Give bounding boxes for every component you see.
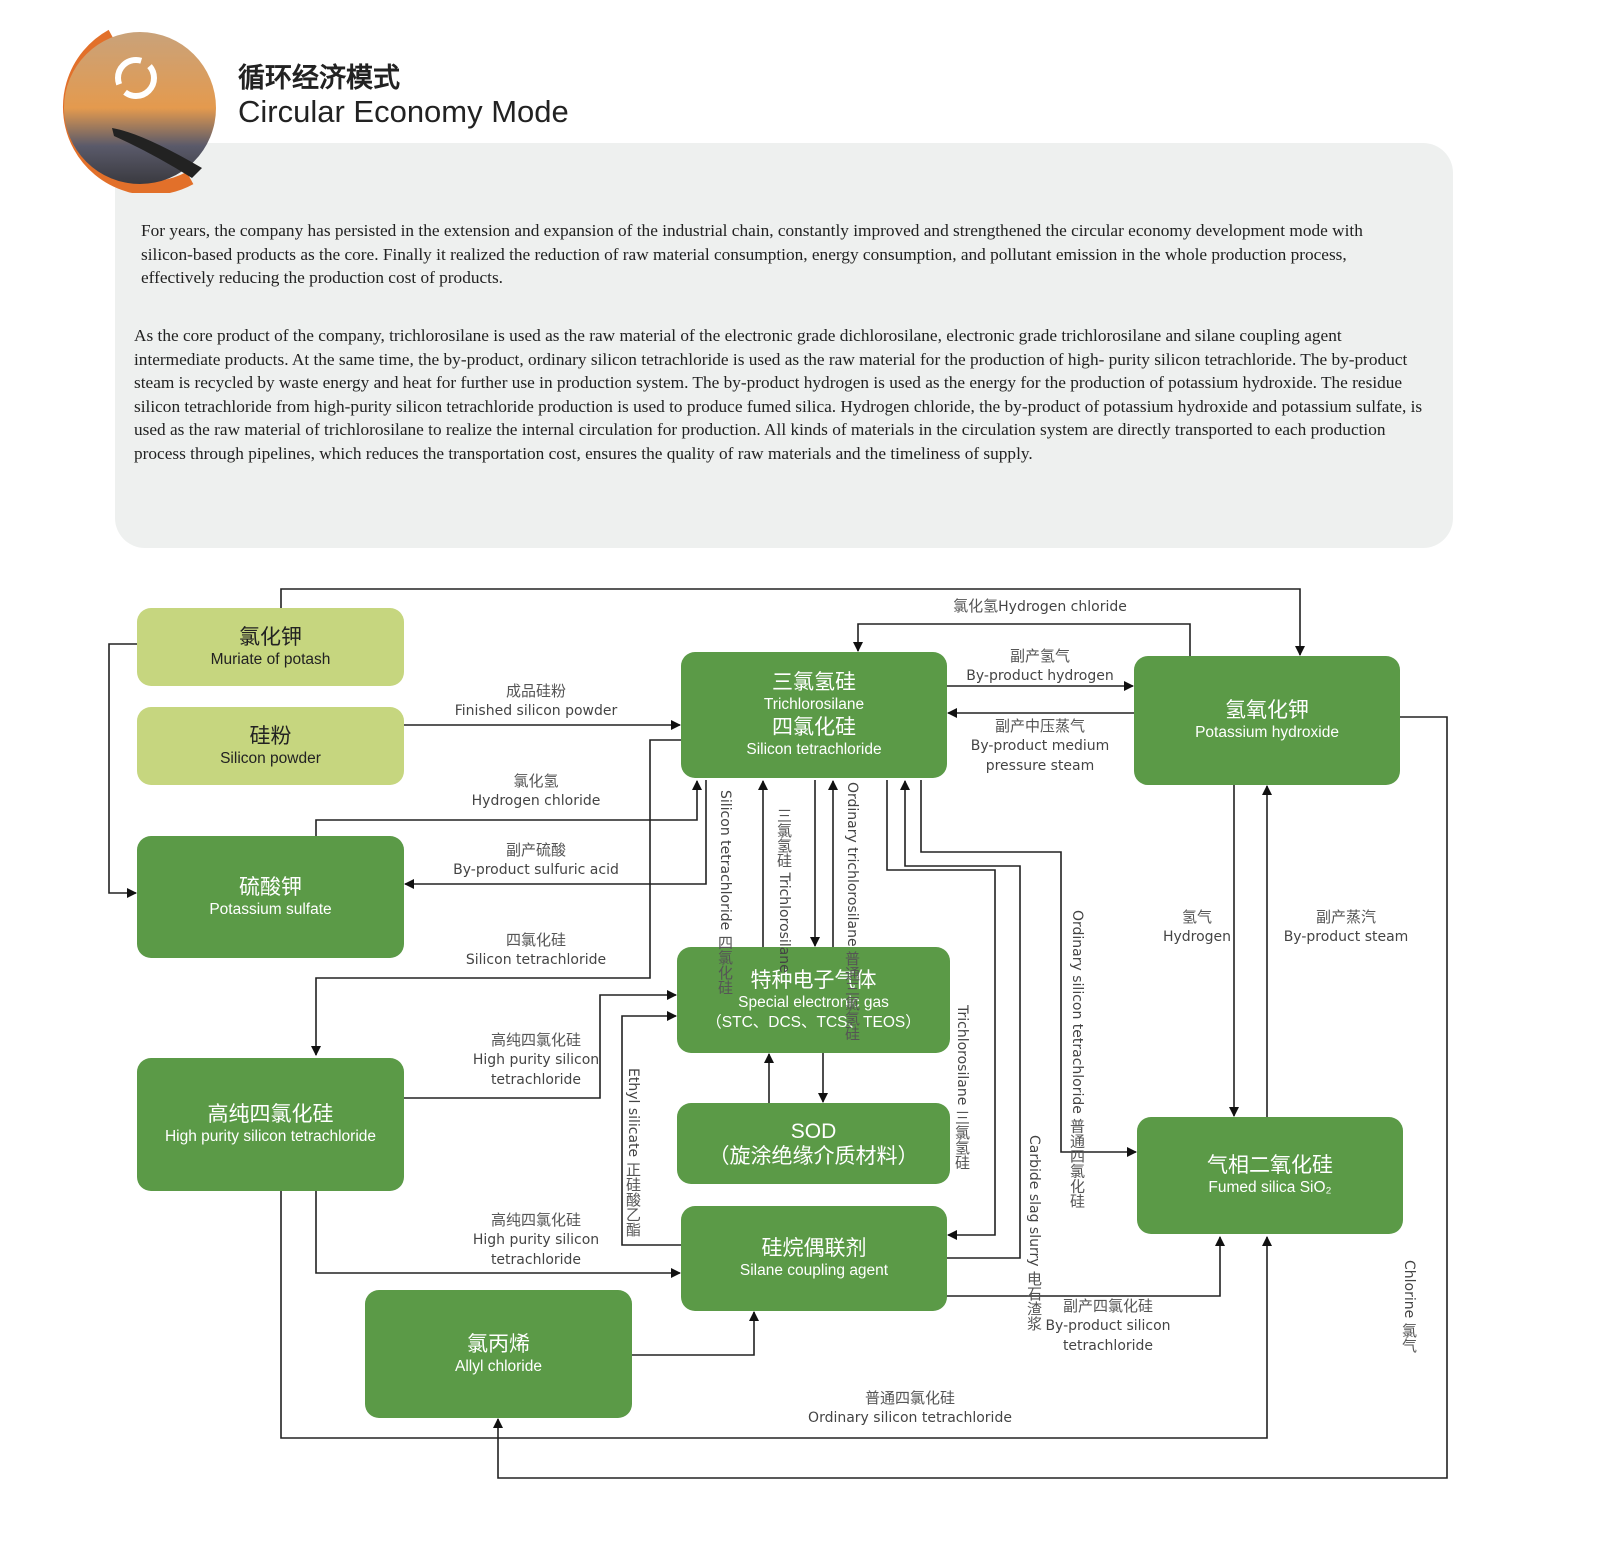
edge-label-v-ethyl: Ethyl silicate 正硅酸乙酯	[624, 1068, 642, 1237]
node-label-cn: （旋涂绝缘介质材料）	[708, 1144, 919, 1168]
node-label-en: Potassium sulfate	[209, 900, 332, 918]
node-label-cn: 硫酸钾	[239, 875, 302, 899]
title-en: Circular Economy Mode	[238, 94, 569, 129]
node-fumed-silica: 气相二氧化硅 Fumed silica SiO₂	[1137, 1117, 1403, 1234]
node-potassium-hydroxide: 氢氧化钾 Potassium hydroxide	[1134, 656, 1400, 785]
intro-panel	[115, 143, 1453, 548]
node-label-cn: 三氯氢硅	[772, 671, 856, 694]
edge-label-v-ostc: Ordinary silicon tetrachloride 普通四氯化硅	[1068, 910, 1086, 1209]
edge-label-v-tcs2: Trichlorosilane 三氯氢硅	[953, 1005, 971, 1170]
edge-label-v-otcs: Ordinary trichlorosilane 普通三氯氢硅	[843, 782, 861, 1042]
node-label-en-2: Silicon tetrachloride	[746, 741, 882, 758]
edge-label-v-carbide: Carbide slag slurry 电石渣浆	[1025, 1135, 1043, 1331]
node-label-cn: 气相二氧化硅	[1207, 1154, 1333, 1177]
node-label-cn: 高纯四氯化硅	[207, 1103, 334, 1126]
node-silane-coupling-agent: 硅烷偶联剂 Silane coupling agent	[681, 1206, 947, 1311]
intro-paragraph-1: For years, the company has persisted in …	[141, 221, 1363, 287]
node-label-cn: 氯丙烯	[467, 1332, 530, 1356]
node-label-en: Allyl chloride	[454, 1357, 542, 1375]
node-label-en: Silicon powder	[220, 749, 321, 767]
node-label-en: Fumed silica SiO₂	[1208, 1179, 1332, 1196]
circular-economy-logo	[52, 28, 217, 195]
node-label-cn: 氢氧化钾	[1225, 699, 1309, 722]
edge-label-v-tcs: 三氯氢硅 Trichlorosilane	[775, 808, 793, 973]
node-label-en: Muriate of potash	[210, 650, 331, 668]
intro-paragraph-2: As the core product of the company, tric…	[134, 326, 1423, 463]
node-label-cn: 氯化钾	[239, 625, 302, 649]
node-high-purity-stc: 高纯四氯化硅 High purity silicon tetrachloride	[137, 1058, 404, 1191]
node-trichlorosilane: 三氯氢硅 Trichlorosilane 四氯化硅 Silicon tetrachlo…	[681, 652, 947, 778]
node-label-cn-2: 四氯化硅	[772, 716, 856, 739]
node-label-en: Silane coupling agent	[739, 1262, 889, 1279]
node-label-cn: 硅粉	[249, 724, 292, 748]
node-label-en: Potassium hydroxide	[1195, 724, 1339, 741]
node-label-en: SOD	[790, 1119, 837, 1143]
node-label-en: High purity silicon tetrachloride	[164, 1128, 377, 1145]
node-label-en: Special electronic gas	[738, 993, 889, 1011]
node-label-cn: 特种电子气体	[750, 968, 877, 992]
title-cn: 循环经济模式	[238, 63, 400, 94]
edge-label-hcl-top: 氯化氢Hydrogen chloride	[953, 596, 1127, 617]
node-label-cn: 硅烷偶联剂	[761, 1237, 867, 1260]
node-label-en: Trichlorosilane	[763, 696, 865, 713]
node-label-sub: （STC、DCS、TCS、TEOS）	[706, 1013, 921, 1031]
edge-label-v-stc: Silicon tetrachloride 四氯化硅	[716, 790, 734, 995]
edge-label-chlorine: Chlorine 氯气	[1400, 1260, 1418, 1353]
node-sod: SOD（旋涂绝缘介质材料）	[677, 1103, 950, 1184]
